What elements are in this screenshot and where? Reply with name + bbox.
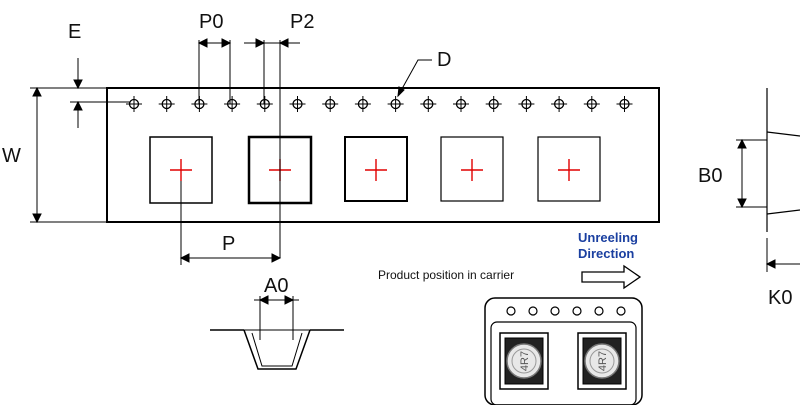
label-k0: K0 [768, 287, 792, 309]
product-inductor-2: 4R7 [577, 332, 627, 390]
direction-arrow-icon [581, 264, 642, 290]
sprocket-hole [616, 96, 633, 112]
label-b0: B0 [698, 165, 722, 187]
label-p2: P2 [290, 11, 314, 33]
sprocket-hole [485, 96, 502, 112]
sprocket-hole [551, 96, 568, 112]
unreeling-direction-line2: Direction [578, 246, 634, 261]
dimension-p [179, 181, 282, 265]
b0-k0-side-section [736, 88, 800, 272]
pocket-crosshairs [170, 159, 580, 181]
sprocket-hole [256, 96, 273, 112]
chip-marking-2: 4R7 [597, 351, 609, 371]
label-d: D [437, 49, 451, 71]
label-e: E [68, 21, 81, 43]
label-p: P [222, 233, 235, 255]
sprocket-hole [518, 96, 535, 112]
sprocket-hole [224, 96, 241, 112]
dimension-p2 [244, 38, 300, 258]
sprocket-hole [322, 96, 339, 112]
dimension-e [70, 58, 130, 128]
sprocket-hole [158, 96, 175, 112]
dimension-d [397, 59, 432, 98]
unreeling-direction-line1: Unreeling [578, 230, 638, 245]
sprocket-hole [583, 96, 600, 112]
sprocket-hole [387, 96, 404, 112]
dimension-w [30, 86, 107, 224]
a0-cross-section [210, 295, 344, 370]
sprocket-hole [354, 96, 371, 112]
carrier-with-products: 4R7 4R7 [484, 297, 643, 405]
sprocket-hole [420, 96, 437, 112]
pocket-3 [344, 136, 408, 202]
sprocket-holes [126, 96, 633, 112]
chip-marking-1: 4R7 [519, 351, 531, 371]
sprocket-hole [453, 96, 469, 112]
sprocket-hole [289, 96, 306, 112]
dimension-p0 [197, 38, 232, 104]
product-position-label: Product position in carrier [378, 268, 514, 282]
pocket-5 [537, 136, 601, 202]
label-w: W [2, 145, 21, 167]
pocket-4 [440, 136, 504, 202]
sprocket-hole [126, 96, 142, 112]
product-inductor-1: 4R7 [499, 332, 549, 390]
label-a0: A0 [264, 275, 288, 297]
label-p0: P0 [199, 11, 223, 33]
tape-outline [106, 87, 660, 223]
